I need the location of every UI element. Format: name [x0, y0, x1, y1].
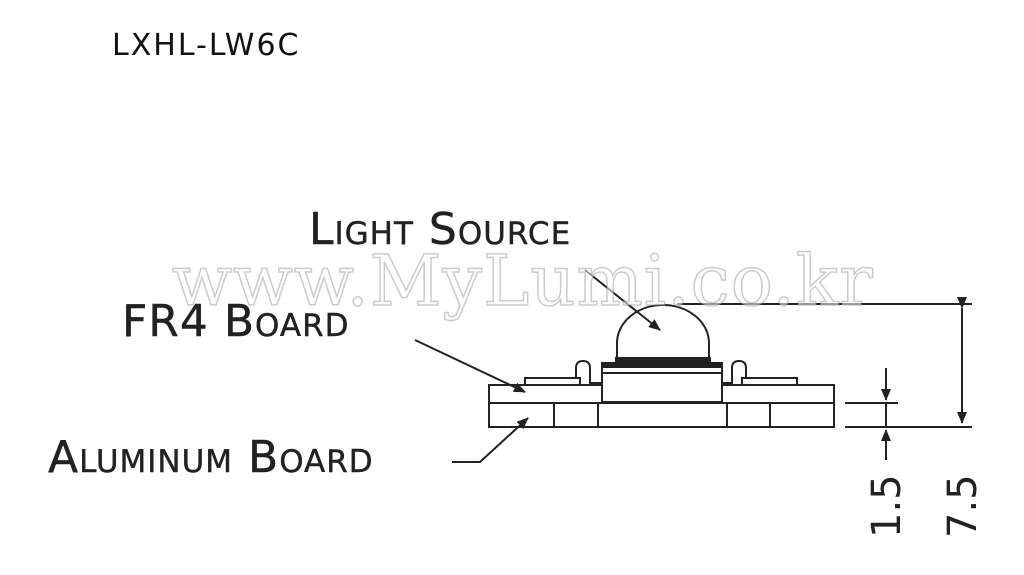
aluminum-board-label: Aluminum Board	[48, 432, 374, 483]
led-package-body	[601, 362, 723, 403]
fr4-board-leader	[414, 339, 526, 393]
model-title: LXHL-LW6C	[112, 28, 301, 63]
led-dome-lens	[616, 304, 710, 360]
aluminum-board-leader	[452, 417, 529, 463]
light-source-label: Light Source	[309, 204, 572, 255]
fr4-board-label: FR4 Board	[122, 296, 350, 347]
board-thickness-label: 1.5	[864, 474, 910, 538]
light-source-leader	[584, 269, 661, 331]
aluminum-board-layer	[488, 402, 835, 428]
total-height-label: 7.5	[940, 474, 986, 538]
